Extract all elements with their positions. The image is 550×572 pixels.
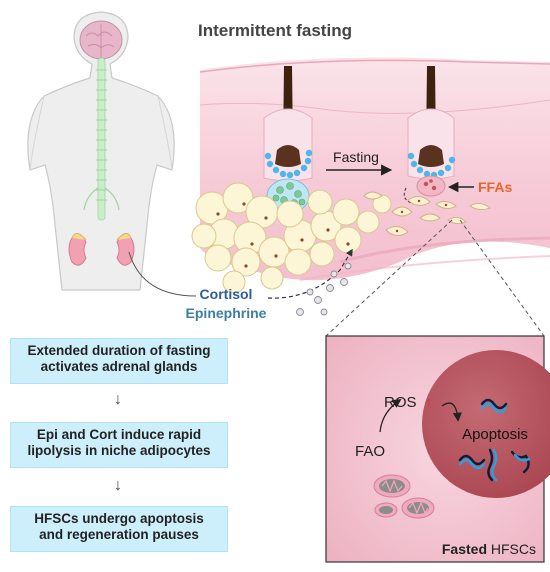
zoom-guide-left [325, 219, 453, 337]
flow-step-3-line-2: and regeneration pauses [39, 527, 199, 542]
hormone-molecules [296, 262, 352, 316]
ros-label: ROS [384, 394, 417, 411]
mitochondria-icon [373, 474, 435, 519]
adipocyte-layer [191, 182, 392, 294]
flow-step-3: HFSCs undergo apoptosis and regeneration… [10, 506, 228, 552]
fasted-hfsc-inset: FAO ROS ↑ Apoptosis Fasted HFSCs [325, 335, 550, 563]
adrenal-leader-line [128, 251, 197, 297]
flow-arrow-2: ↓ [114, 477, 122, 494]
human-body-illustration [27, 11, 197, 297]
flow-step-2-line-2: lipolysis in niche adipocytes [27, 443, 211, 458]
fao-label: FAO [355, 443, 385, 460]
cortisol-label: Cortisol [200, 286, 253, 302]
fao-to-ros-arrow [379, 398, 402, 433]
ros-to-apoptosis-arrow [441, 402, 462, 422]
kidney-right-icon [116, 235, 135, 266]
fasting-label: Fasting [333, 149, 379, 165]
hfsc-cluster-fed [264, 149, 313, 179]
ros-increase-arrow: ↑ [425, 394, 433, 411]
flow-step-1-line-2: activates adrenal glands [40, 359, 198, 374]
apoptosis-label: Apoptosis [462, 426, 528, 443]
figure-title: Intermittent fasting [198, 21, 352, 40]
epinephrine-label: Epinephrine [186, 305, 267, 321]
adrenal-gland-right [116, 233, 132, 241]
flow-step-2-line-1: Epi and Cort induce rapid [36, 427, 202, 442]
zoom-guide-right [459, 219, 545, 337]
ffas-label: FFAs [478, 179, 512, 195]
flow-step-2: Epi and Cort induce rapid lipolysis in n… [10, 422, 228, 468]
lipolytic-adipocytes [363, 191, 491, 236]
flow-step-1: Extended duration of fasting activates a… [10, 338, 228, 384]
kidney-left-icon [68, 235, 87, 266]
apoptotic-hfsc [422, 350, 550, 498]
flow-step-1-line-1: Extended duration of fasting [27, 343, 211, 358]
adrenal-gland-left [71, 233, 87, 241]
flow-step-3-line-1: HFSCs undergo apoptosis [34, 511, 204, 526]
hair-follicle-fasted [403, 66, 456, 205]
spinal-cord [97, 57, 106, 221]
flow-arrow-1: ↓ [114, 391, 122, 408]
inset-caption: Fasted HFSCs [442, 541, 536, 557]
dna-fragments [458, 398, 531, 482]
